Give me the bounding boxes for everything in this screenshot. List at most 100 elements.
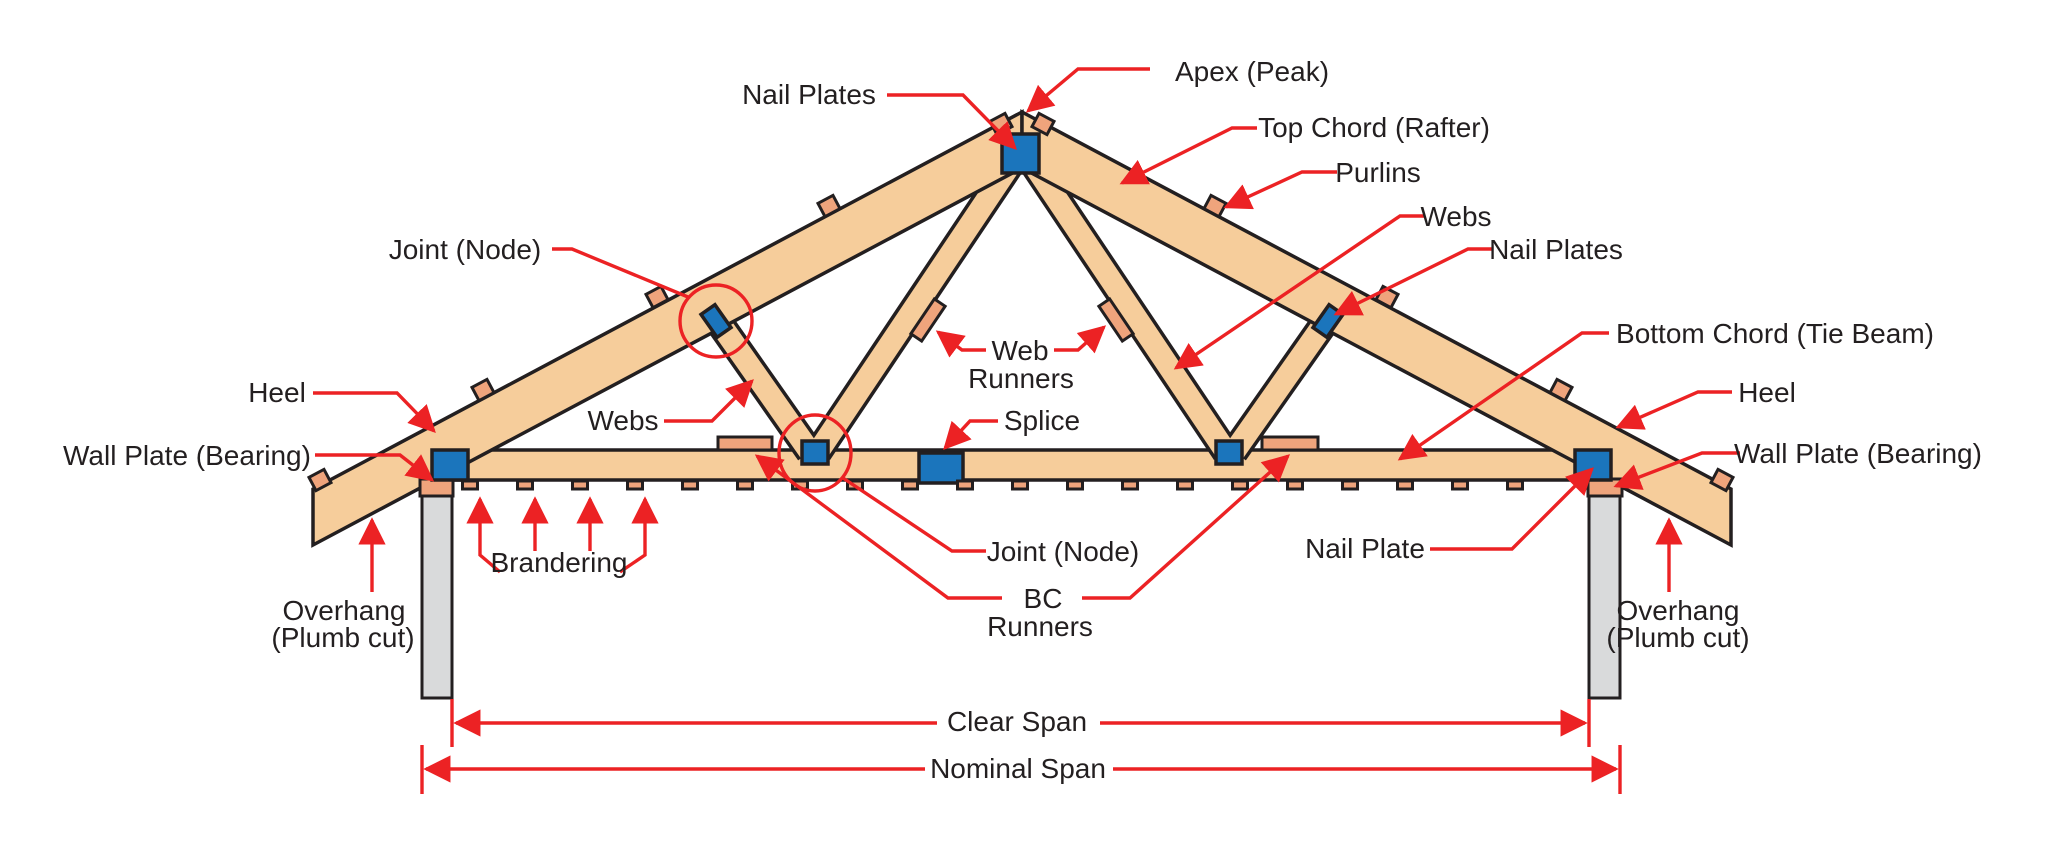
purlin — [306, 467, 334, 493]
label-overhang-right-line1: Overhang — [1617, 595, 1740, 626]
label-purlins: Purlins — [1335, 157, 1421, 188]
leader-purlins — [1223, 170, 1337, 210]
web-runner-right — [1096, 296, 1136, 344]
label-apex: Apex (Peak) — [1175, 56, 1329, 87]
leader-web-runner-left — [935, 330, 986, 358]
leader-wall-plate-right — [1613, 451, 1740, 490]
label-joint-node-top: Joint (Node) — [389, 234, 542, 265]
brandering-batten — [901, 479, 919, 491]
brandering-batten — [516, 479, 534, 491]
label-clear-span: Clear Span — [947, 706, 1087, 737]
joint-node-circle-top — [678, 283, 754, 359]
leader-brandering-1 — [466, 496, 502, 574]
label-bc-runners-line2: Runners — [987, 611, 1093, 642]
leader-heel-right — [1615, 390, 1732, 430]
label-webs-left: Webs — [587, 405, 658, 436]
brandering-batten — [1341, 479, 1359, 491]
label-bc-runners-line1: BC — [1024, 583, 1063, 614]
webs — [704, 153, 1340, 461]
brandering-batten — [956, 479, 974, 491]
leader-top-chord — [1119, 126, 1257, 185]
purlin — [1547, 377, 1575, 403]
purlin — [469, 377, 497, 403]
label-wall-plate-right: Wall Plate (Bearing) — [1734, 438, 1982, 469]
labels: Nail Plates Apex (Peak) Top Chord (Rafte… — [63, 56, 1982, 784]
purlin — [1201, 193, 1229, 219]
heel-nail-plate-right — [1573, 448, 1613, 482]
brandering-batten — [1176, 479, 1194, 491]
web-short-left — [706, 311, 820, 459]
leader-nail-plates-top — [887, 93, 1017, 150]
leader-bc-runner-right — [1082, 454, 1291, 600]
label-brandering: Brandering — [491, 547, 628, 578]
leader-bottom-chord — [1397, 331, 1609, 461]
purlin — [815, 193, 843, 219]
web-runner-left — [908, 296, 948, 344]
heel-nail-plate-left — [430, 448, 470, 482]
brandering-batten — [571, 479, 589, 491]
brandering-batten — [1231, 479, 1249, 491]
web-long-right — [1022, 155, 1236, 459]
label-webs-right: Webs — [1420, 201, 1491, 232]
label-bottom-chord: Bottom Chord (Tie Beam) — [1616, 318, 1934, 349]
label-nail-plates-right: Nail Plates — [1489, 234, 1623, 265]
purlin — [643, 284, 671, 310]
truss-structure — [311, 109, 1733, 700]
leader-apex — [1025, 67, 1150, 113]
purlins — [306, 111, 1736, 493]
joint-node-circle-bottom — [777, 413, 853, 493]
leader-wall-plate-left — [315, 453, 435, 482]
leader-webs-right — [1173, 214, 1424, 370]
label-joint-node-bottom: Joint (Node) — [987, 536, 1140, 567]
brandering-battens — [461, 479, 1524, 491]
brandering-batten — [1066, 479, 1084, 491]
leader-bc-runner-left — [754, 454, 1002, 600]
joint-nail-plate-right — [1214, 439, 1244, 466]
label-nail-plate-bottom-right: Nail Plate — [1305, 533, 1425, 564]
leader-joint-node-top — [552, 247, 689, 299]
bc-runner-right — [1260, 435, 1320, 452]
brandering-batten — [1011, 479, 1029, 491]
brandering-batten — [1121, 479, 1139, 491]
purlin — [1708, 467, 1736, 493]
label-web-runners-line1: Web — [991, 335, 1048, 366]
label-nominal-span: Nominal Span — [930, 753, 1106, 784]
label-wall-plate-left: Wall Plate (Bearing) — [63, 440, 311, 471]
leader-webs-left — [664, 379, 754, 423]
splice-nail-plate — [917, 451, 965, 485]
joint-nail-plate-left — [800, 439, 830, 466]
label-overhang-right-line2: (Plumb cut) — [1606, 622, 1749, 653]
leader-splice — [943, 419, 998, 450]
label-top-chord: Top Chord (Rafter) — [1258, 112, 1490, 143]
annotations — [313, 67, 1740, 794]
leader-joint-node-bottom — [842, 476, 986, 553]
brandering-batten — [736, 479, 754, 491]
brandering-batten — [626, 479, 644, 491]
label-web-runners-line2: Runners — [968, 363, 1074, 394]
label-splice: Splice — [1004, 405, 1080, 436]
label-heel-right: Heel — [1738, 377, 1796, 408]
leader-nail-plate-bottom-right — [1430, 467, 1594, 551]
web-long-left — [808, 155, 1022, 459]
brandering-batten — [1286, 479, 1304, 491]
leader-heel-left — [313, 391, 436, 433]
label-nail-plates-top: Nail Plates — [742, 79, 876, 110]
rafter-joint-nail-plate-left — [698, 302, 734, 340]
brandering-batten — [1396, 479, 1414, 491]
bc-runner-left — [716, 435, 774, 452]
brandering-batten — [461, 479, 479, 491]
support-column-right — [1587, 493, 1622, 700]
brandering-batten — [1451, 479, 1469, 491]
web-short-right — [1224, 311, 1338, 459]
leader-brandering-4 — [619, 496, 659, 574]
bottom-chord — [428, 448, 1617, 482]
leader-web-runner-right — [1054, 325, 1107, 354]
support-column-left — [420, 493, 454, 700]
brandering-batten — [1506, 479, 1524, 491]
label-overhang-left-line2: (Plumb cut) — [271, 622, 414, 653]
brandering-batten — [681, 479, 699, 491]
leader-nail-plates-right — [1333, 247, 1492, 316]
purlin — [1029, 111, 1057, 137]
